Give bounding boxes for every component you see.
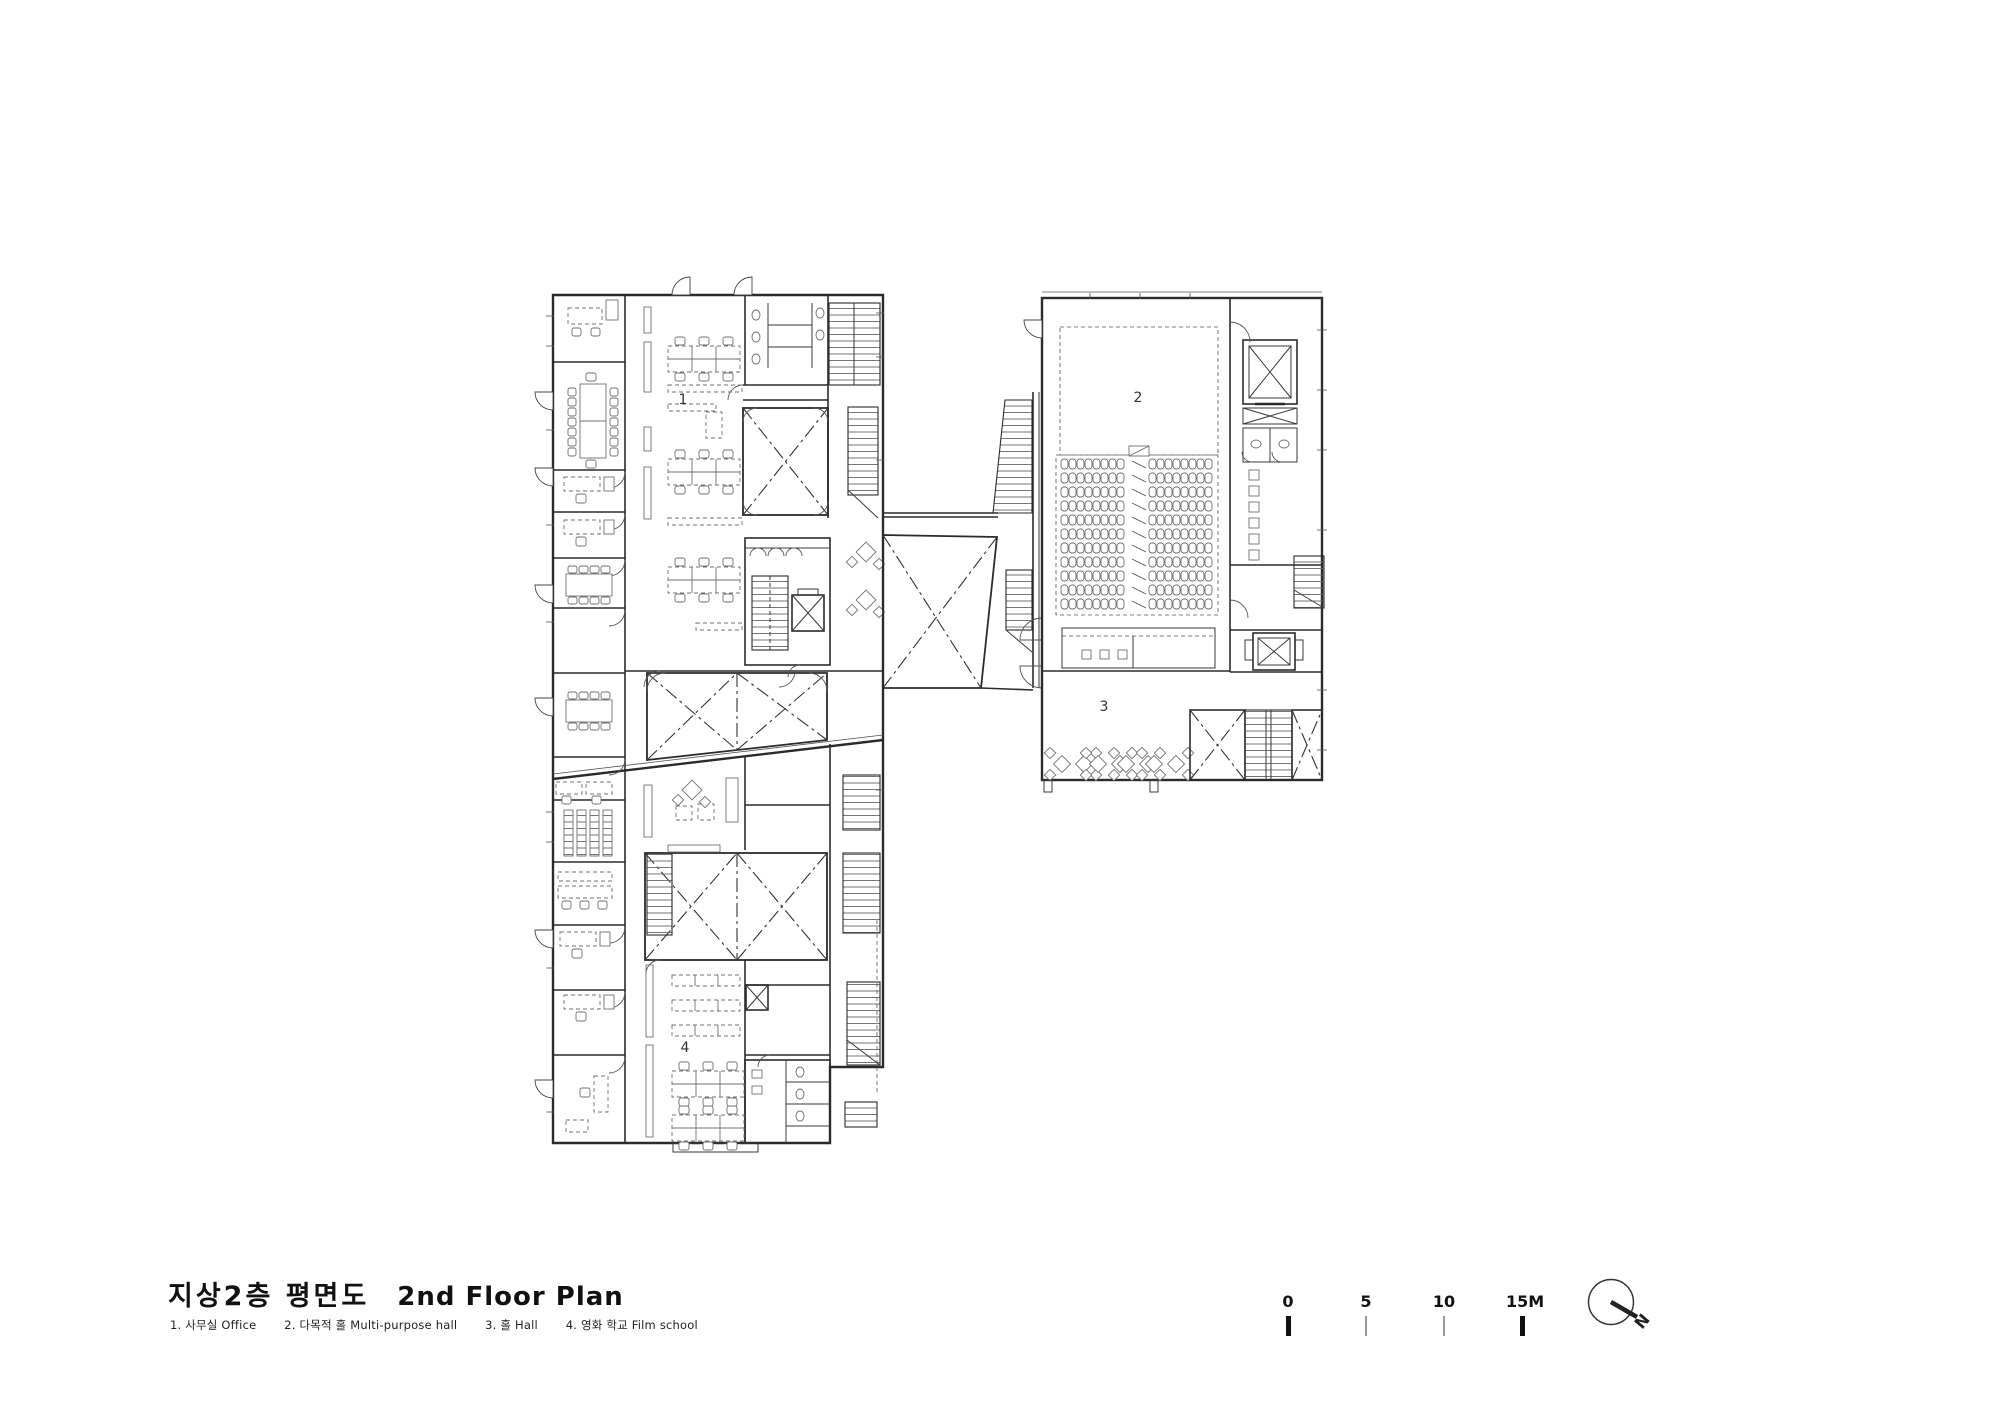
scale-tick-10	[1443, 1316, 1445, 1336]
scale-label-15m: 15M	[1506, 1292, 1545, 1311]
legend-item-office: 1. 사무실 Office	[170, 1318, 257, 1332]
right-building	[1023, 291, 1327, 793]
scale-label-0: 0	[1282, 1292, 1294, 1311]
room-label-multipurpose-hall: 2	[1134, 390, 1143, 406]
legend-item-hall: 3. 홀 Hall	[485, 1318, 538, 1332]
scale-item-15: 15M	[1506, 1290, 1545, 1336]
left-wing	[534, 276, 998, 1153]
scale-bar: 0 5 10 15M	[1272, 1290, 1562, 1346]
scale-tick-5	[1365, 1316, 1367, 1336]
north-arrow-circle	[1587, 1278, 1635, 1326]
scale-item-0: 0	[1272, 1290, 1304, 1336]
legend: 1. 사무실 Office 2. 다목적 홀 Multi-purpose hal…	[170, 1317, 722, 1333]
page-title-korean: 지상2층 평면도	[168, 1281, 370, 1312]
scale-tick-15m	[1519, 1316, 1525, 1336]
room-label-film-school: 4	[681, 1040, 690, 1056]
room-label-office: 1	[679, 392, 688, 408]
scale-label-10: 10	[1432, 1292, 1456, 1311]
title-block: 지상2층 평면도 2nd Floor Plan	[168, 1274, 624, 1313]
room-labels: 1 2 3 4	[679, 390, 1143, 1056]
scale-label-5: 5	[1360, 1292, 1372, 1311]
north-arrow-needle	[1609, 1300, 1639, 1319]
room-label-hall: 3	[1100, 699, 1109, 715]
page-title-english: 2nd Floor Plan	[397, 1282, 624, 1312]
scale-item-10: 10	[1428, 1290, 1460, 1336]
legend-item-multipurpose-hall: 2. 다목적 홀 Multi-purpose hall	[284, 1318, 458, 1332]
bridge-link	[882, 392, 1043, 691]
north-arrow: N	[1587, 1278, 1654, 1333]
scale-tick-0	[1285, 1316, 1291, 1336]
scale-item-5: 5	[1350, 1290, 1382, 1336]
legend-item-film-school: 4. 영화 학교 Film school	[565, 1318, 698, 1332]
